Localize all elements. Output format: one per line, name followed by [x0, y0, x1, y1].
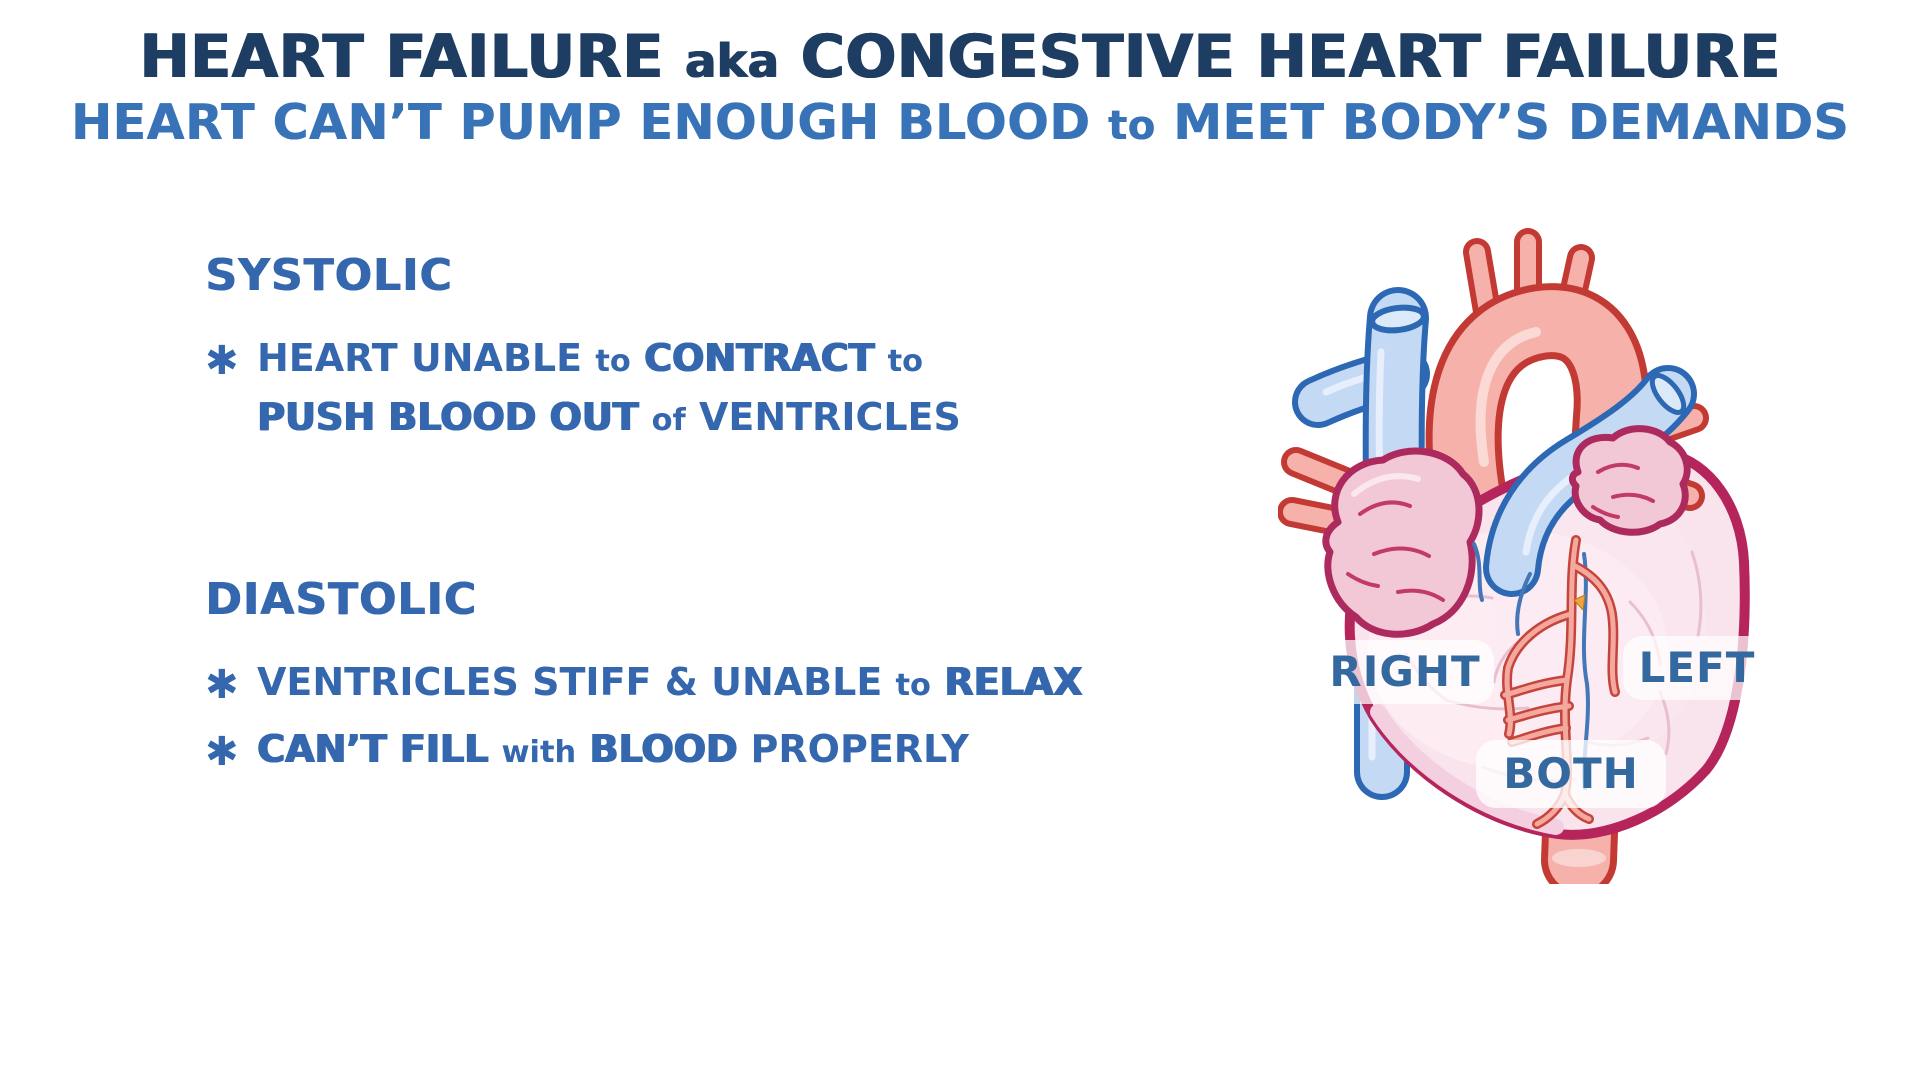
subtitle-seg-2: MEET BODY’S DEMANDS	[1155, 94, 1850, 151]
text-run: to	[895, 668, 931, 703]
left-atrium	[1568, 425, 1691, 536]
subtitle-seg: HEART CAN’T PUMP ENOUGH BLOOD	[70, 94, 1108, 151]
label-pill	[1316, 640, 1494, 704]
heart-illustration: RIGHT LEFT BOTH	[1278, 222, 1790, 884]
text-run: CAN’T FILL	[257, 726, 502, 771]
heart-label-both: BOTH	[1476, 740, 1666, 808]
text-run: to	[595, 344, 631, 379]
text-run: VENTRICLES	[685, 394, 961, 439]
asterisk-bullet-icon: ✱	[205, 338, 239, 384]
descending-aorta-tube	[1552, 806, 1606, 867]
page-title: HEART FAILURE aka CONGESTIVE HEART FAILU…	[0, 24, 1920, 90]
text-run: to	[887, 344, 924, 379]
label-pill	[1623, 636, 1771, 700]
right-atrium	[1322, 447, 1483, 638]
diastolic-bullet-2: ✱ CAN’T FILL with BLOOD PROPERLY	[205, 720, 1082, 779]
header: HEART FAILURE aka CONGESTIVE HEART FAILU…	[0, 24, 1920, 150]
text-run: PROPERLY	[750, 726, 969, 771]
title-aka: aka	[685, 34, 780, 88]
text-run: HEART UNABLE	[257, 336, 596, 380]
text-run: CONTRACT	[630, 336, 888, 380]
aorta	[1464, 242, 1612, 502]
epicardial-fat-dot	[1573, 594, 1586, 612]
right-label: RIGHT	[1329, 647, 1480, 696]
title-main-2: CONGESTIVE HEART FAILURE	[779, 22, 1781, 92]
subtitle-to: to	[1107, 103, 1156, 149]
text-run: VENTRICLES STIFF & UNABLE	[257, 660, 896, 704]
page-subtitle: HEART CAN’T PUMP ENOUGH BLOOD to MEET BO…	[0, 96, 1920, 150]
diastolic-section: DIASTOLIC ✱ VENTRICLES STIFF & UNABLE to …	[205, 574, 1082, 787]
asterisk-bullet-icon: ✱	[205, 728, 239, 775]
both-label: BOTH	[1503, 749, 1639, 798]
text-run: PUSH BLOOD OUT	[257, 394, 652, 439]
text-run: RELAX	[930, 660, 1083, 704]
diastolic-bullet-1: ✱ VENTRICLES STIFF & UNABLE to RELAX	[205, 653, 1082, 712]
title-main: HEART FAILURE	[139, 22, 686, 92]
text-run: BLOOD	[576, 726, 751, 771]
text-run: with	[501, 734, 577, 770]
heart-label-right: RIGHT	[1316, 640, 1494, 704]
heart-label-left: LEFT	[1623, 636, 1771, 700]
label-pill	[1476, 740, 1666, 808]
left-label: LEFT	[1639, 643, 1756, 692]
systolic-section: SYSTOLIC ✱ HEART UNABLE to CONTRACT to PU…	[205, 250, 961, 455]
systolic-heading: SYSTOLIC	[205, 250, 453, 301]
asterisk-bullet-icon: ✱	[205, 662, 239, 708]
diastolic-heading: DIASTOLIC	[205, 574, 477, 625]
text-run: of	[651, 402, 686, 438]
systolic-bullet: ✱ HEART UNABLE to CONTRACT to PUSH BLOOD …	[205, 329, 961, 447]
